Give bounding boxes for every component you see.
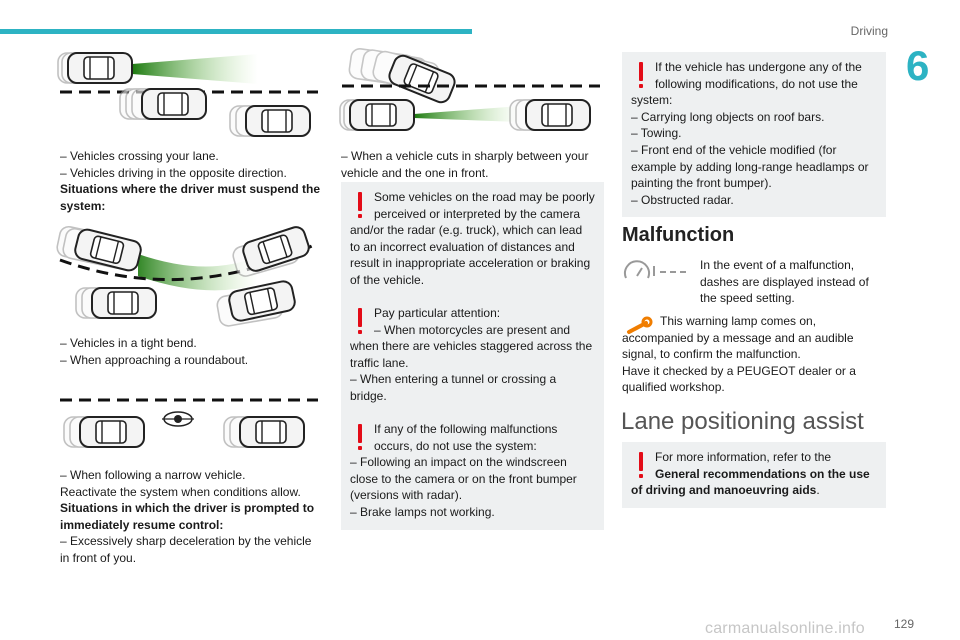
chapter-number: 6 <box>906 42 930 89</box>
warning-intro: If any of the following malfunctions occ… <box>374 422 558 453</box>
period: . <box>816 483 820 498</box>
list-item: – Excessively sharp deceleration by the … <box>60 534 312 565</box>
subheading-resume-control: Situations in which the driver is prompt… <box>60 501 315 532</box>
watermark: carmanualsonline.info <box>705 620 865 637</box>
list-item: – Carrying long objects on roof bars. <box>631 109 825 124</box>
text-cut-in: – When a vehicle cuts in sharply between… <box>341 149 589 180</box>
list-bend: – Vehicles in a tight bend. – When appro… <box>60 335 322 368</box>
list-item: – Following an impact on the windscreen … <box>350 455 577 503</box>
lamp-text: This warning lamp comes on, accompanied … <box>622 314 854 362</box>
list-item: – Towing. <box>631 126 682 141</box>
reference-link[interactable]: General recommendations on the use of dr… <box>631 466 870 498</box>
warning-exclamation-icon <box>350 189 370 221</box>
list-item: – When following a narrow vehicle. <box>60 468 246 482</box>
heading-lane-positioning-assist: Lane positioning assist <box>621 408 864 435</box>
list-item: – Vehicles driving in the opposite direc… <box>60 165 287 180</box>
illustration-tight-bend <box>54 223 317 329</box>
lamp-text-block: This warning lamp comes on, accompanied … <box>622 313 886 396</box>
warning-exclamation-icon <box>350 421 370 453</box>
warning-box-perception: Some vehicles on the road may be poorly … <box>341 182 604 298</box>
list-item: – Brake lamps not working. <box>350 504 495 519</box>
list-item: – Vehicles in a tight bend. <box>60 336 197 350</box>
illustration-narrow-vehicle <box>60 398 318 448</box>
warning-text: Some vehicles on the road may be poorly … <box>350 190 595 287</box>
motorcycle-icon <box>162 411 194 427</box>
warning-exclamation-icon <box>350 305 370 337</box>
lamp-text-2: Have it checked by a PEUGEOT dealer or a… <box>622 363 856 395</box>
list-item: – When motorcycles are present and when … <box>350 322 593 370</box>
list-item: – When entering a tunnel or crossing a b… <box>350 372 557 403</box>
warning-intro: For more information, refer to the <box>655 450 832 464</box>
warning-box-info: For more information, refer to the Gener… <box>622 442 886 508</box>
subheading-suspend: Situations where the driver must suspend… <box>60 182 321 213</box>
warning-intro: If the vehicle has undergone any of the … <box>631 60 862 108</box>
section-title: Driving <box>850 24 888 38</box>
malfunction-text: In the event of a malfunction, dashes ar… <box>700 258 869 306</box>
speed-dashes-icon <box>624 260 686 279</box>
list-narrow: – When following a narrow vehicle. React… <box>60 467 322 567</box>
illustration-crossing-vehicles <box>57 52 318 137</box>
wrench-warning-lamp-icon <box>622 313 654 341</box>
warning-intro: Pay particular attention: <box>374 306 501 320</box>
list-item: – When approaching a roundabout. <box>60 352 249 367</box>
accent-bar <box>0 29 472 34</box>
warning-box-modifications: If the vehicle has undergone any of the … <box>622 52 886 218</box>
illustration-cut-in <box>339 46 600 131</box>
warning-box-malfunctions: If any of the following malfunctions occ… <box>341 414 604 530</box>
warning-box-attention: Pay particular attention: – When motorcy… <box>341 298 604 414</box>
list-item: – Vehicles crossing your lane. <box>60 149 219 163</box>
heading-malfunction: Malfunction <box>622 224 735 246</box>
list-item: – Front end of the vehicle modified (for… <box>631 142 869 191</box>
reactivate-note: Reactivate the system when conditions al… <box>60 484 301 499</box>
page-number: 129 <box>893 617 914 631</box>
list-item: – Obstructed radar. <box>631 192 734 207</box>
list-crossing: – Vehicles crossing your lane. – Vehicle… <box>60 148 322 214</box>
warning-exclamation-icon <box>631 59 651 91</box>
warning-exclamation-icon <box>631 449 651 481</box>
